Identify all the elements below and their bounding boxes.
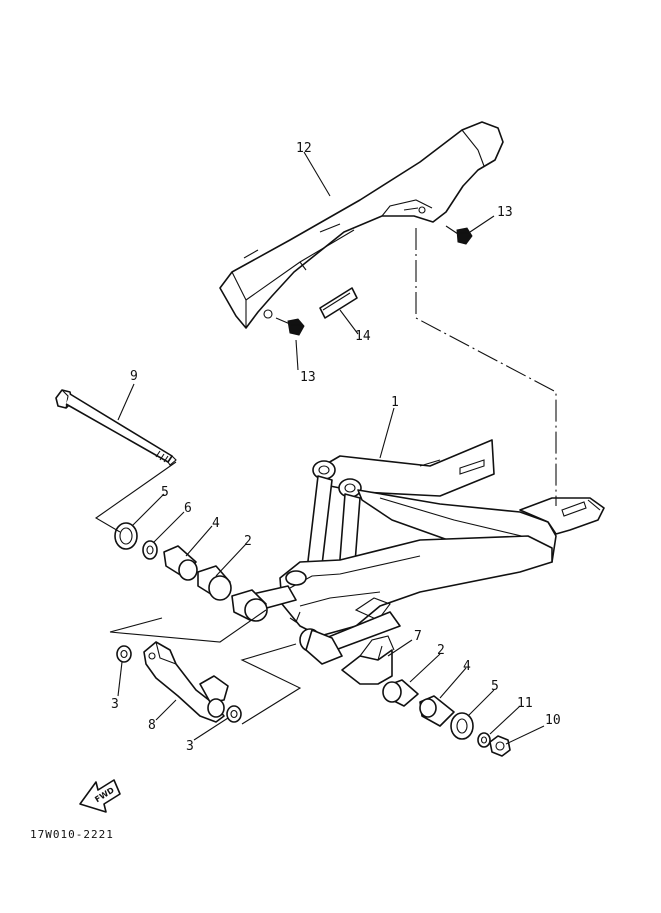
callout-10: 10 <box>545 713 561 728</box>
swingarm <box>243 439 605 653</box>
callout-13-upper: 13 <box>497 205 513 220</box>
callout-1: 1 <box>391 395 399 410</box>
washer-puller-left <box>116 645 132 663</box>
label-sticker <box>319 287 358 319</box>
pivot-shaft <box>55 389 177 466</box>
callout-3-left: 3 <box>111 697 119 712</box>
callout-5-left: 5 <box>161 485 169 500</box>
oil-seal-right <box>450 712 474 740</box>
washer-puller-right <box>226 705 242 723</box>
callout-14: 14 <box>355 329 371 344</box>
bushing-left-inner <box>231 589 268 622</box>
guard-bolt-lower <box>275 317 305 336</box>
bushing-left <box>197 565 232 601</box>
callout-5-right: 5 <box>491 679 499 694</box>
callout-3-right: 3 <box>186 739 194 754</box>
callout-8: 8 <box>148 718 156 733</box>
leader-lines <box>117 151 545 745</box>
bushing-right-inner <box>299 628 343 665</box>
chain-puller <box>143 641 229 723</box>
chain-support <box>341 635 395 685</box>
diagram-code: 17W010-2221 <box>30 828 114 841</box>
callout-13-lower: 13 <box>300 370 316 385</box>
callout-9: 9 <box>130 369 138 384</box>
guide-lines <box>94 207 557 725</box>
oil-seal-left <box>114 522 138 550</box>
callout-4-left: 4 <box>212 516 220 531</box>
callout-6: 6 <box>184 501 192 516</box>
chain-guard <box>219 121 504 329</box>
guard-bolt-upper <box>445 225 473 245</box>
fwd-arrow-icon: FWD <box>79 779 121 813</box>
nut <box>489 735 511 757</box>
washer-left <box>142 540 158 560</box>
callout-4-right: 4 <box>463 659 471 674</box>
bushing-right <box>382 679 419 707</box>
collar-left <box>163 545 198 581</box>
callout-2-left: 2 <box>244 534 252 549</box>
washer-right <box>477 732 491 748</box>
collar-right <box>419 695 455 727</box>
callout-11: 11 <box>517 696 533 711</box>
callout-2-right: 2 <box>437 643 445 658</box>
callout-7: 7 <box>414 629 422 644</box>
callout-12: 12 <box>296 141 312 156</box>
